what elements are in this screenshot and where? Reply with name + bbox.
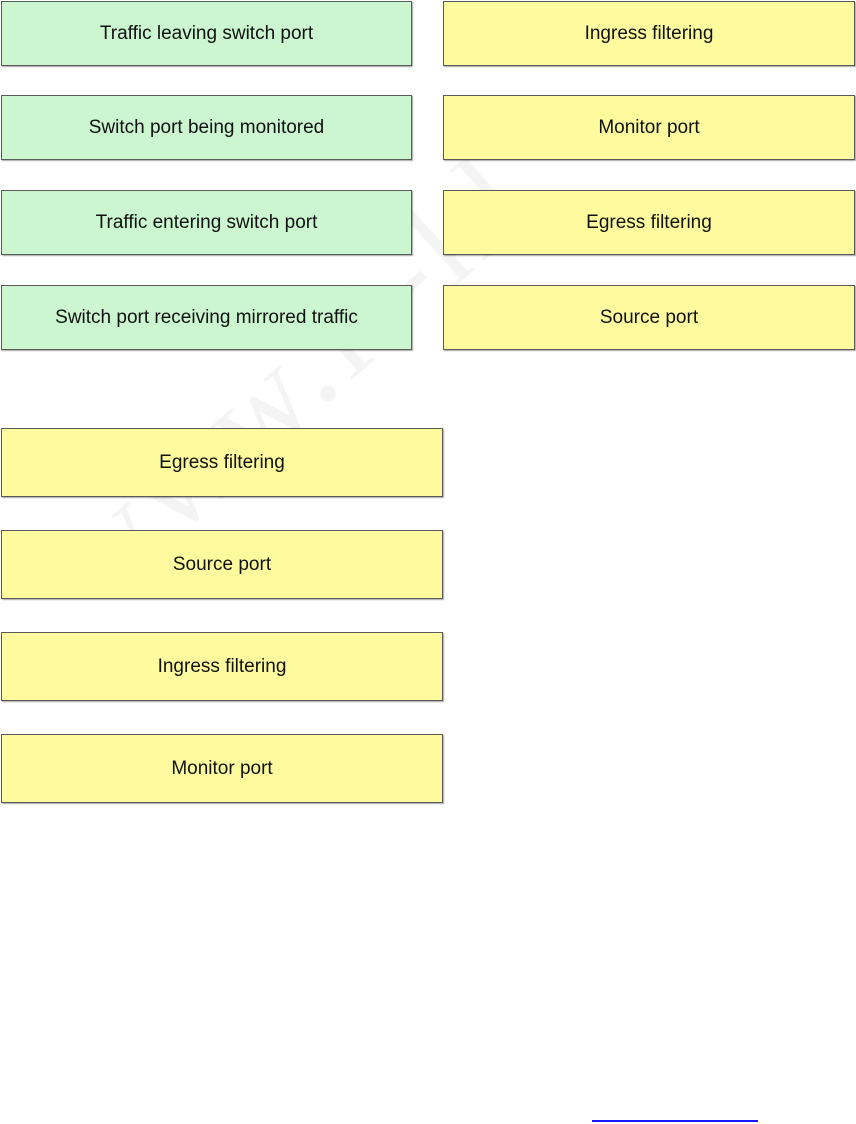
answer-egress-filtering[interactable]: Egress filtering [1, 428, 443, 497]
option-ingress-filtering[interactable]: Ingress filtering [443, 1, 855, 66]
item-traffic-leaving: Traffic leaving switch port [1, 1, 412, 66]
footer-link[interactable] [592, 1106, 758, 1122]
answer-monitor-port[interactable]: Monitor port [1, 734, 443, 803]
option-monitor-port[interactable]: Monitor port [443, 95, 855, 160]
item-switch-port-monitored: Switch port being monitored [1, 95, 412, 160]
answer-ingress-filtering[interactable]: Ingress filtering [1, 632, 443, 701]
option-source-port[interactable]: Source port [443, 285, 855, 350]
option-egress-filtering[interactable]: Egress filtering [443, 190, 855, 255]
item-switch-port-receiving: Switch port receiving mirrored traffic [1, 285, 412, 350]
answer-source-port[interactable]: Source port [1, 530, 443, 599]
item-traffic-entering: Traffic entering switch port [1, 190, 412, 255]
